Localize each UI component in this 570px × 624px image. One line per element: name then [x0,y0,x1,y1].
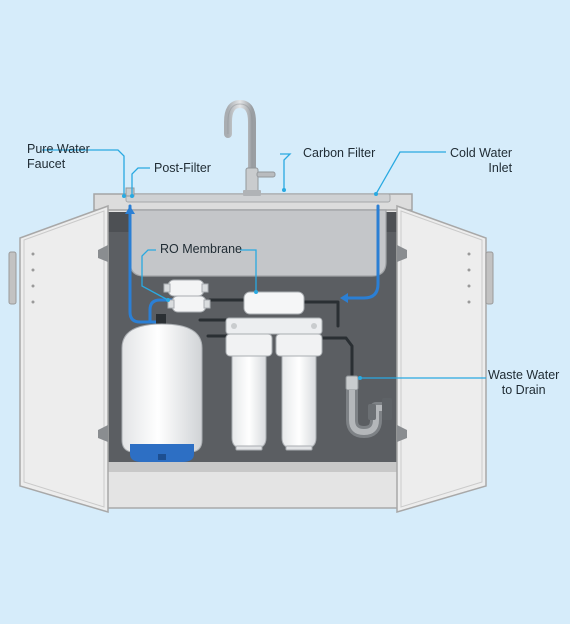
label-cold-water-inlet: Cold Water Inlet [450,146,512,176]
hinge-icon [397,425,407,442]
arrow-icon [125,206,135,214]
callout-dots [122,188,378,380]
hinge-icon [98,425,108,442]
label-line: Inlet [488,161,513,175]
right-cabinet-door[interactable] [396,204,494,514]
filter-housing-1 [225,333,273,451]
ro-membrane [167,295,211,313]
label-pure-water-faucet: Pure Water Faucet [27,142,90,172]
label-line: to Drain [501,383,546,397]
storage-tank [121,314,203,462]
water-lines [128,204,380,324]
label-ro-membrane: RO Membrane [160,242,242,256]
tank-base [130,444,194,462]
label-line: Pure Water [27,142,90,156]
arrow-icon [340,293,348,303]
label-post-filter: Post-Filter [154,161,211,175]
label-waste-water: Waste Water to Drain [488,368,559,398]
right-door-handle[interactable] [485,251,494,305]
hinge-icon [397,245,407,262]
label-line: Faucet [27,157,66,171]
label-line: Waste Water [488,368,560,382]
post-filter [163,279,209,297]
left-cabinet-door[interactable] [8,204,109,514]
sink-basin [125,193,391,277]
ro-unit-top [225,291,323,335]
drain-trap [345,375,392,438]
filter-housing-2 [275,333,323,451]
hinge-icon [98,245,108,262]
left-door-handle[interactable] [8,251,17,305]
label-carbon-filter: Carbon Filter [303,146,376,160]
faucet[interactable] [224,99,276,196]
label-line: Cold Water [450,146,513,160]
callout-lines [42,149,486,379]
